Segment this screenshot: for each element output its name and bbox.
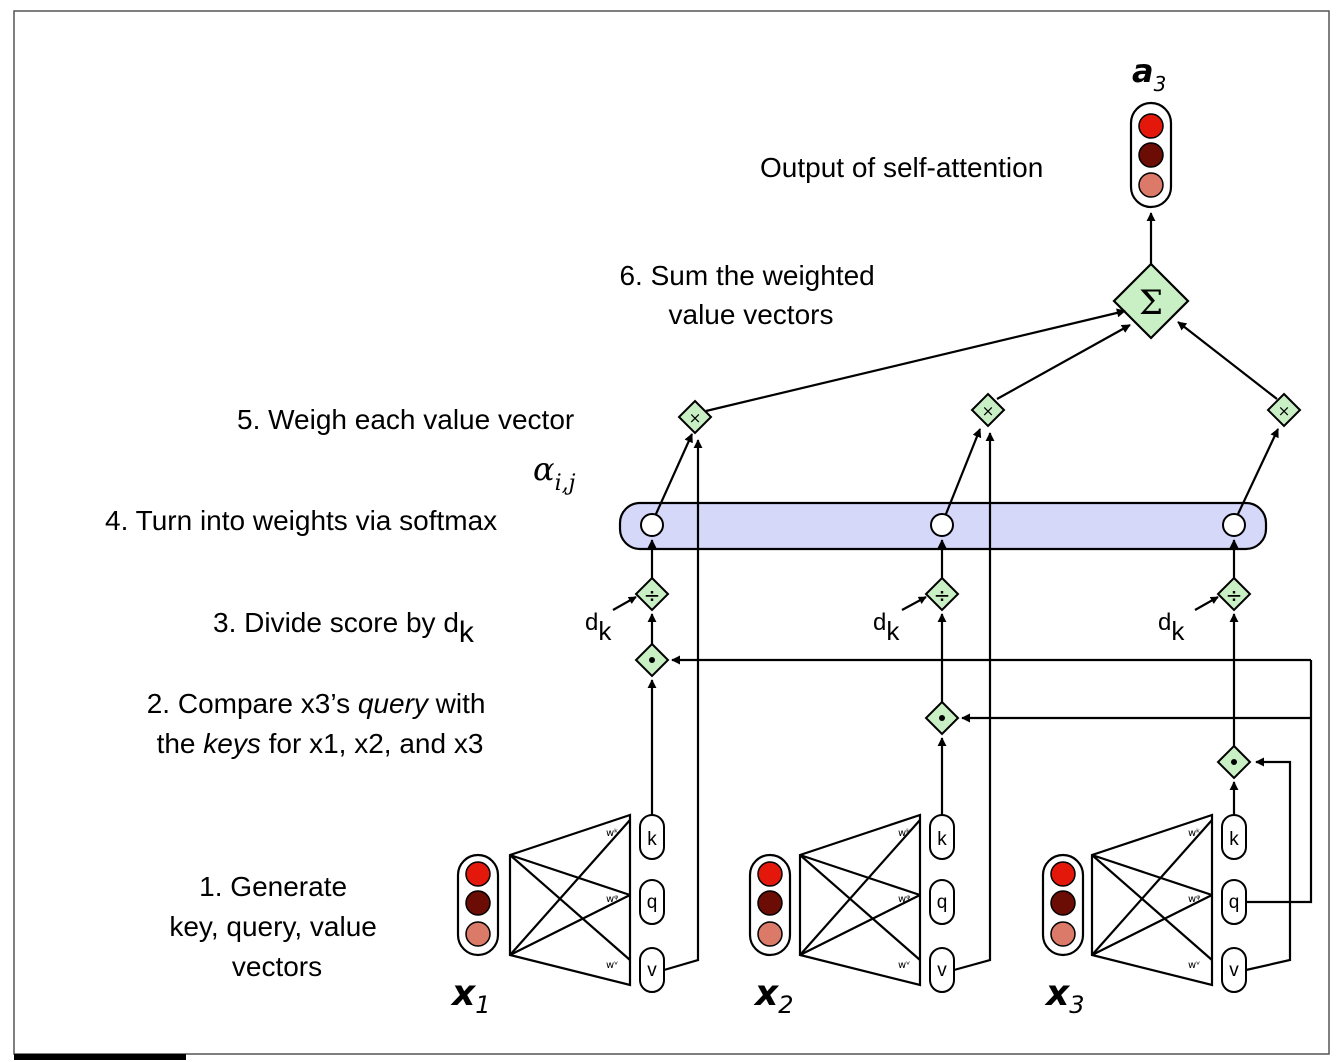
input-vector-x2 [748,853,792,957]
query-vector-1 [639,879,665,925]
svg-text:k: k [647,829,657,850]
x3-label: x3 [1044,973,1085,1019]
svg-text:k: k [937,829,947,850]
weight-wq-3: wᵠ [1188,894,1200,905]
x1-label: x1 [450,973,491,1019]
figure-frame [13,10,1330,1055]
softmax-weight-3 [1222,513,1246,537]
column-x3: wᵏ wᵠ wᵛ k q v x3 ÷ dk × [1041,392,1302,1019]
step-2-label: 2. Compare x3’s query with the keys for … [147,688,494,759]
svg-text:k: k [1229,829,1239,850]
weight-wv-3: wᵛ [1188,960,1200,971]
dk-label-1: dk [585,609,612,646]
svg-text:v: v [937,960,947,981]
sum-operator: Σ [1112,262,1190,340]
column-x1: wᵏ wᵠ wᵛ k q v x1 ÷ dk × [450,399,713,1019]
svg-text:q: q [647,892,658,913]
dk-label-3: dk [1158,609,1185,646]
step-3-label: 3. Divide score by dk [213,607,475,649]
dk-label-2: dk [873,609,900,646]
softmax-weight-1 [640,513,664,537]
output-cell-1 [1138,113,1164,139]
input-vector-x3 [1041,853,1085,957]
svg-text:÷: ÷ [1226,583,1243,607]
multiply-1 [677,399,713,435]
divide-1 [634,576,670,612]
svg-text:×: × [1278,402,1291,420]
step-1-label: 1. Generate key, query, value vectors [169,871,384,982]
weight-wq-2: wᵠ [898,894,910,905]
svg-text:v: v [647,960,657,981]
x2-label: x2 [753,973,794,1019]
weight-wk-3: wᵏ [1188,828,1200,839]
frame-bottom-mark [14,1054,186,1060]
query-route [1246,660,1313,904]
input-vector-x1 [456,853,500,957]
query-vector-2 [929,879,955,925]
softmax-weight-2 [930,513,954,537]
svg-text:Σ: Σ [1139,283,1163,323]
multiply-2 [970,392,1006,428]
svg-text:q: q [937,892,948,913]
divide-2 [924,576,960,612]
weight-wv-2: wᵛ [898,960,910,971]
svg-text:÷: ÷ [934,583,951,607]
divide-3 [1216,576,1252,612]
svg-text:q: q [1229,892,1240,913]
svg-text:÷: ÷ [644,583,661,607]
svg-text:v: v [1229,960,1239,981]
output-label: Output of self-attention [760,152,1043,183]
weight-wq-1: wᵠ [606,894,618,905]
weight-wk-1: wᵏ [606,828,618,839]
step-5-label: 5. Weigh each value vector [237,404,574,435]
multiply-3 [1266,392,1302,428]
step-4-label: 4. Turn into weights via softmax [105,505,497,536]
output-cell-3 [1138,172,1164,198]
alpha-ij-label: αi,j [533,450,576,496]
output-vector-a3 [1129,101,1173,209]
weight-wv-1: wᵛ [606,960,618,971]
weight-wk-2: wᵏ [898,828,910,839]
svg-text:×: × [689,409,702,427]
column-x2: wᵏ wᵠ wᵛ k q v x2 ÷ dk × [748,392,1006,1019]
step-6-label: 6. Sum the weighted value vectors [619,260,882,330]
svg-text:×: × [982,402,995,420]
output-cell-2 [1138,142,1164,168]
a3-label: a3 [1132,52,1166,96]
